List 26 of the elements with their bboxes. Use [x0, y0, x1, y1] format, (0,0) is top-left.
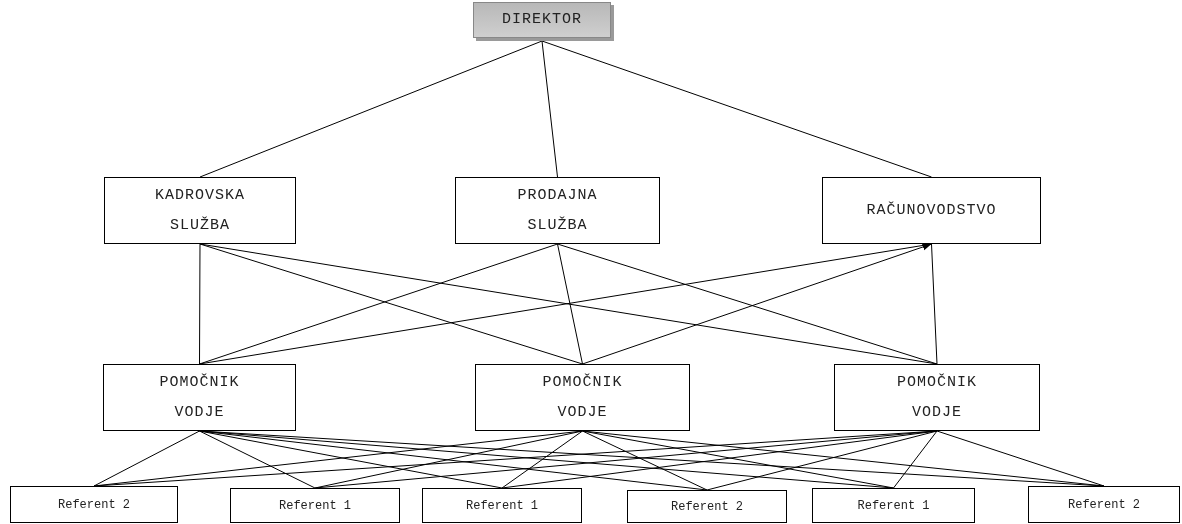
director-box: DIREKTOR — [473, 2, 611, 38]
connector-line — [557, 243, 583, 365]
connector-line — [893, 430, 938, 489]
connector-line — [931, 243, 938, 365]
clerk-box: Referent 1 — [812, 488, 975, 523]
clerk-box: Referent 1 — [422, 488, 582, 523]
connector-line — [541, 40, 932, 178]
department-box: KADROVSKA SLUŽBA — [104, 177, 296, 244]
connector-line — [541, 40, 558, 178]
clerk-box: Referent 2 — [10, 486, 178, 523]
connector-line — [582, 430, 708, 491]
assistant-box: POMOČNIK VODJE — [475, 364, 690, 431]
assistant-box: POMOČNIK VODJE — [103, 364, 296, 431]
connector-line — [93, 430, 200, 487]
department-box: PRODAJNA SLUŽBA — [455, 177, 660, 244]
connector-line — [199, 243, 201, 365]
connector-line — [501, 430, 583, 489]
department-box: RAČUNOVODSTVO — [822, 177, 1041, 244]
assistant-box: POMOČNIK VODJE — [834, 364, 1040, 431]
clerk-box: Referent 1 — [230, 488, 400, 523]
connector-line — [936, 430, 1105, 487]
connector-line — [199, 430, 316, 489]
connector-line — [706, 430, 938, 491]
clerk-box: Referent 2 — [1028, 486, 1180, 523]
clerk-box: Referent 2 — [627, 490, 787, 523]
connector-line — [199, 40, 543, 178]
